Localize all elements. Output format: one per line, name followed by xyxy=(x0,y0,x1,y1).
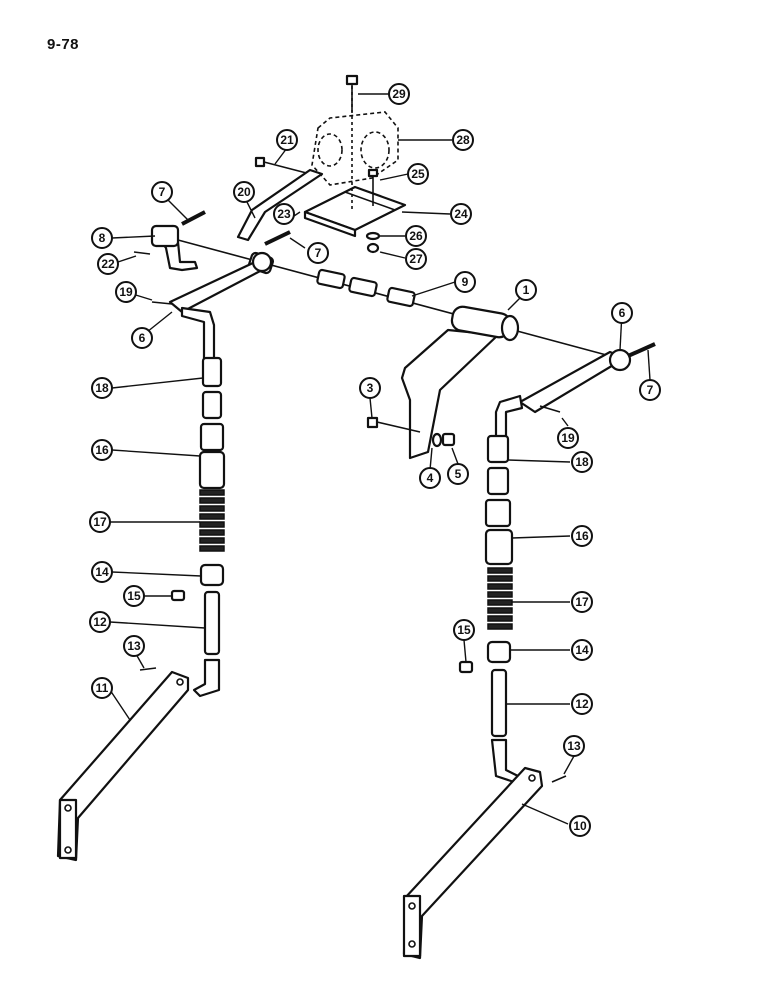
callout-17-left: 17 xyxy=(89,511,111,533)
svg-text:17: 17 xyxy=(575,595,589,609)
callout-8: 8 xyxy=(91,227,113,249)
svg-text:7: 7 xyxy=(647,383,654,397)
svg-text:27: 27 xyxy=(409,252,423,266)
callout-17-right: 17 xyxy=(571,591,593,613)
valve-assembly xyxy=(236,74,407,254)
callout-7-right: 7 xyxy=(639,379,661,401)
callout-12-right: 12 xyxy=(571,693,593,715)
svg-text:16: 16 xyxy=(95,443,109,457)
svg-text:12: 12 xyxy=(93,615,107,629)
svg-text:26: 26 xyxy=(409,229,423,243)
svg-text:6: 6 xyxy=(619,306,626,320)
callout-19-right: 19 xyxy=(557,427,579,449)
leader-lines xyxy=(109,93,651,825)
callout-15-right: 15 xyxy=(453,619,475,641)
svg-text:13: 13 xyxy=(127,639,141,653)
svg-text:28: 28 xyxy=(456,133,470,147)
svg-text:21: 21 xyxy=(280,133,294,147)
callout-4: 4 xyxy=(419,467,441,489)
svg-text:14: 14 xyxy=(95,565,109,579)
callout-5: 5 xyxy=(447,463,469,485)
svg-text:5: 5 xyxy=(455,467,462,481)
svg-text:16: 16 xyxy=(575,529,589,543)
svg-text:24: 24 xyxy=(454,207,468,221)
callout-15-left: 15 xyxy=(123,585,145,607)
callout-21: 21 xyxy=(276,129,298,151)
callout-22: 22 xyxy=(97,253,119,275)
svg-text:10: 10 xyxy=(573,819,587,833)
callout-27: 27 xyxy=(405,248,427,270)
svg-text:1: 1 xyxy=(523,283,530,297)
callout-14-left: 14 xyxy=(91,561,113,583)
callout-3: 3 xyxy=(359,377,381,399)
svg-text:19: 19 xyxy=(119,285,133,299)
callout-6-left: 6 xyxy=(131,327,153,349)
callout-20: 20 xyxy=(233,181,255,203)
callout-12-left: 12 xyxy=(89,611,111,633)
callout-18-left: 18 xyxy=(91,377,113,399)
svg-text:8: 8 xyxy=(99,231,106,245)
callout-13-right: 13 xyxy=(563,735,585,757)
svg-text:23: 23 xyxy=(277,207,291,221)
svg-text:11: 11 xyxy=(96,681,109,695)
callout-bubbles: 29 21 28 25 7 20 23 24 8 7 26 27 22 9 1 … xyxy=(89,83,661,837)
callout-16-left: 16 xyxy=(91,439,113,461)
callout-9: 9 xyxy=(454,271,476,293)
svg-text:15: 15 xyxy=(457,623,471,637)
callout-28: 28 xyxy=(452,129,474,151)
svg-text:29: 29 xyxy=(392,87,406,101)
svg-text:15: 15 xyxy=(127,589,141,603)
svg-text:17: 17 xyxy=(93,515,107,529)
callout-11: 11 xyxy=(91,677,113,699)
svg-text:7: 7 xyxy=(315,246,322,260)
callout-14-right: 14 xyxy=(571,639,593,661)
svg-text:9: 9 xyxy=(462,275,469,289)
right-linkage xyxy=(402,342,656,960)
callout-13-left: 13 xyxy=(123,635,145,657)
callout-29: 29 xyxy=(388,83,410,105)
callout-25: 25 xyxy=(407,163,429,185)
svg-text:19: 19 xyxy=(561,431,575,445)
svg-text:14: 14 xyxy=(575,643,589,657)
callout-26: 26 xyxy=(405,225,427,247)
callout-10: 10 xyxy=(569,815,591,837)
callout-23: 23 xyxy=(273,203,295,225)
svg-text:22: 22 xyxy=(101,257,115,271)
svg-text:6: 6 xyxy=(139,331,146,345)
svg-text:7: 7 xyxy=(159,185,166,199)
callout-6-right: 6 xyxy=(611,302,633,324)
svg-text:18: 18 xyxy=(95,381,109,395)
callout-7-middle: 7 xyxy=(307,242,329,264)
svg-text:3: 3 xyxy=(367,381,374,395)
callout-16-right: 16 xyxy=(571,525,593,547)
support-bracket xyxy=(366,305,520,460)
callout-1: 1 xyxy=(515,279,537,301)
svg-text:13: 13 xyxy=(567,739,581,753)
page-number: 9-78 xyxy=(47,36,80,53)
left-linkage xyxy=(56,251,273,862)
callout-18-right: 18 xyxy=(571,451,593,473)
svg-text:18: 18 xyxy=(575,455,589,469)
svg-text:4: 4 xyxy=(427,471,434,485)
callout-19-left: 19 xyxy=(115,281,137,303)
callout-7-upper-left: 7 xyxy=(151,181,173,203)
svg-text:25: 25 xyxy=(411,167,425,181)
svg-text:20: 20 xyxy=(237,185,251,199)
callout-24: 24 xyxy=(450,203,472,225)
svg-text:12: 12 xyxy=(575,697,589,711)
